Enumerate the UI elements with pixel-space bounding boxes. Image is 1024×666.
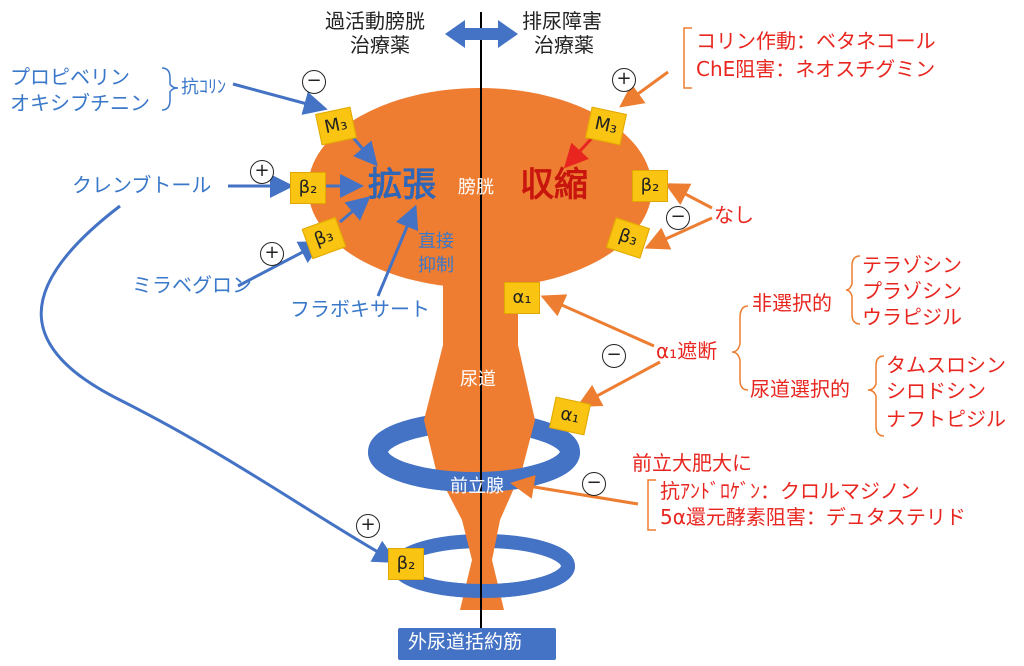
alpha1-receptor-upper: α₁ [504, 282, 540, 314]
header-left-line2: 治療薬 [350, 33, 410, 57]
minus-sign-none: − [666, 206, 690, 230]
cholinergic-bracket [683, 27, 692, 89]
header-right-line1: 排尿障害 [522, 9, 602, 33]
alpha1-block-label: α₁遮断 [656, 339, 718, 363]
bph-title-label: 前立大肥大に [632, 451, 752, 475]
plus-sign-beta2-lower: + [356, 514, 380, 538]
clenbuterol-label: クレンブトール [72, 173, 212, 197]
antiandrogen-label: 抗ｱﾝﾄﾞﾛｹﾞﾝ：クロルマジノン [660, 479, 920, 503]
urethra-label: 尿道 [460, 369, 496, 390]
prostate-ring-front [368, 450, 580, 492]
mirabegron-arrow [237, 241, 324, 288]
mirabegron-label: ミラベグロン [132, 273, 252, 297]
alpha1-main-brace [731, 305, 749, 391]
beta2-receptor-right: β₂ [632, 170, 668, 202]
header-left-line1: 過活動膀胱 [325, 9, 425, 33]
beta3-to-dilation-arrow [339, 196, 371, 224]
m3-to-contraction-arrow [563, 136, 594, 169]
che-inhibition-label: ChE阻害：ネオスチグミン [696, 57, 936, 81]
external-sphincter-box [398, 628, 556, 660]
oxybutynin-label: オキシブチニン [10, 91, 150, 115]
prostate-label: 前立腺 [450, 476, 504, 497]
minus-sign-alpha1: − [602, 344, 626, 368]
urethral-selective-label: 尿道選択的 [750, 377, 850, 401]
silodosin-label: シロドシン [886, 379, 986, 403]
naftopidil-label: ナフトピジル [886, 407, 1006, 431]
direct-inhibition-line1: 直接 [418, 231, 454, 252]
plus-sign-mirabegron: + [260, 242, 284, 266]
cholinergic-label: コリン作動：ベタネコール [696, 29, 936, 53]
plus-sign-cholinergic: + [612, 68, 636, 92]
double-arrow-icon [445, 20, 518, 48]
none-label: なし [714, 203, 754, 227]
bladder-label: 膀胱 [458, 177, 494, 198]
nonselective-brace [845, 255, 861, 325]
urethra-shape [424, 270, 535, 610]
terazosin-label: テラゾシン [862, 253, 962, 277]
bph-arrow [510, 475, 639, 506]
clenbuterol-curve-arrow [39, 204, 398, 563]
anticholinergic-arrow [232, 82, 328, 115]
minus-sign-bph: − [582, 472, 606, 496]
tamsulosin-label: タムスロシン [886, 353, 1006, 377]
dilation-label: 拡張 [368, 165, 436, 205]
alpha1-block-arrow-upper [540, 294, 655, 348]
m3-to-dilation-arrow [348, 133, 378, 167]
external-sphincter-label: 外尿道括約筋 [408, 631, 523, 653]
anticholinergic-brace [161, 67, 179, 111]
prazosin-label: プラゾシン [862, 279, 962, 303]
nonselective-label: 非選択的 [752, 291, 832, 315]
plus-sign-clenbuterol: + [250, 160, 274, 184]
urapidil-label: ウラピジル [862, 305, 962, 329]
alpha1-block-arrow-lower [576, 360, 661, 407]
cholinergic-arrow [619, 70, 669, 108]
minus-sign-anticholinergic: − [302, 70, 326, 94]
flavoxate-arrow [376, 204, 419, 297]
contraction-label: 収縮 [520, 165, 588, 205]
beta2-receptor-lower: β₂ [388, 548, 424, 580]
selective-brace [867, 355, 885, 437]
none-to-beta2-arrow [664, 183, 713, 210]
direct-inhibition-line2: 抑制 [418, 255, 454, 276]
none-to-beta3-arrow [644, 216, 713, 250]
bph-bracket [647, 479, 656, 531]
beta2-receptor-left: β₂ [290, 172, 326, 204]
header-right-line2: 治療薬 [534, 33, 594, 57]
propiverine-label: プロピベリン [10, 65, 130, 89]
anticholinergic-label: 抗ｺﾘﾝ [181, 77, 226, 98]
five-alpha-reductase-label: 5α還元酵素阻害：デュタステリド [660, 505, 966, 529]
flavoxate-label: フラボキサート [290, 297, 430, 321]
